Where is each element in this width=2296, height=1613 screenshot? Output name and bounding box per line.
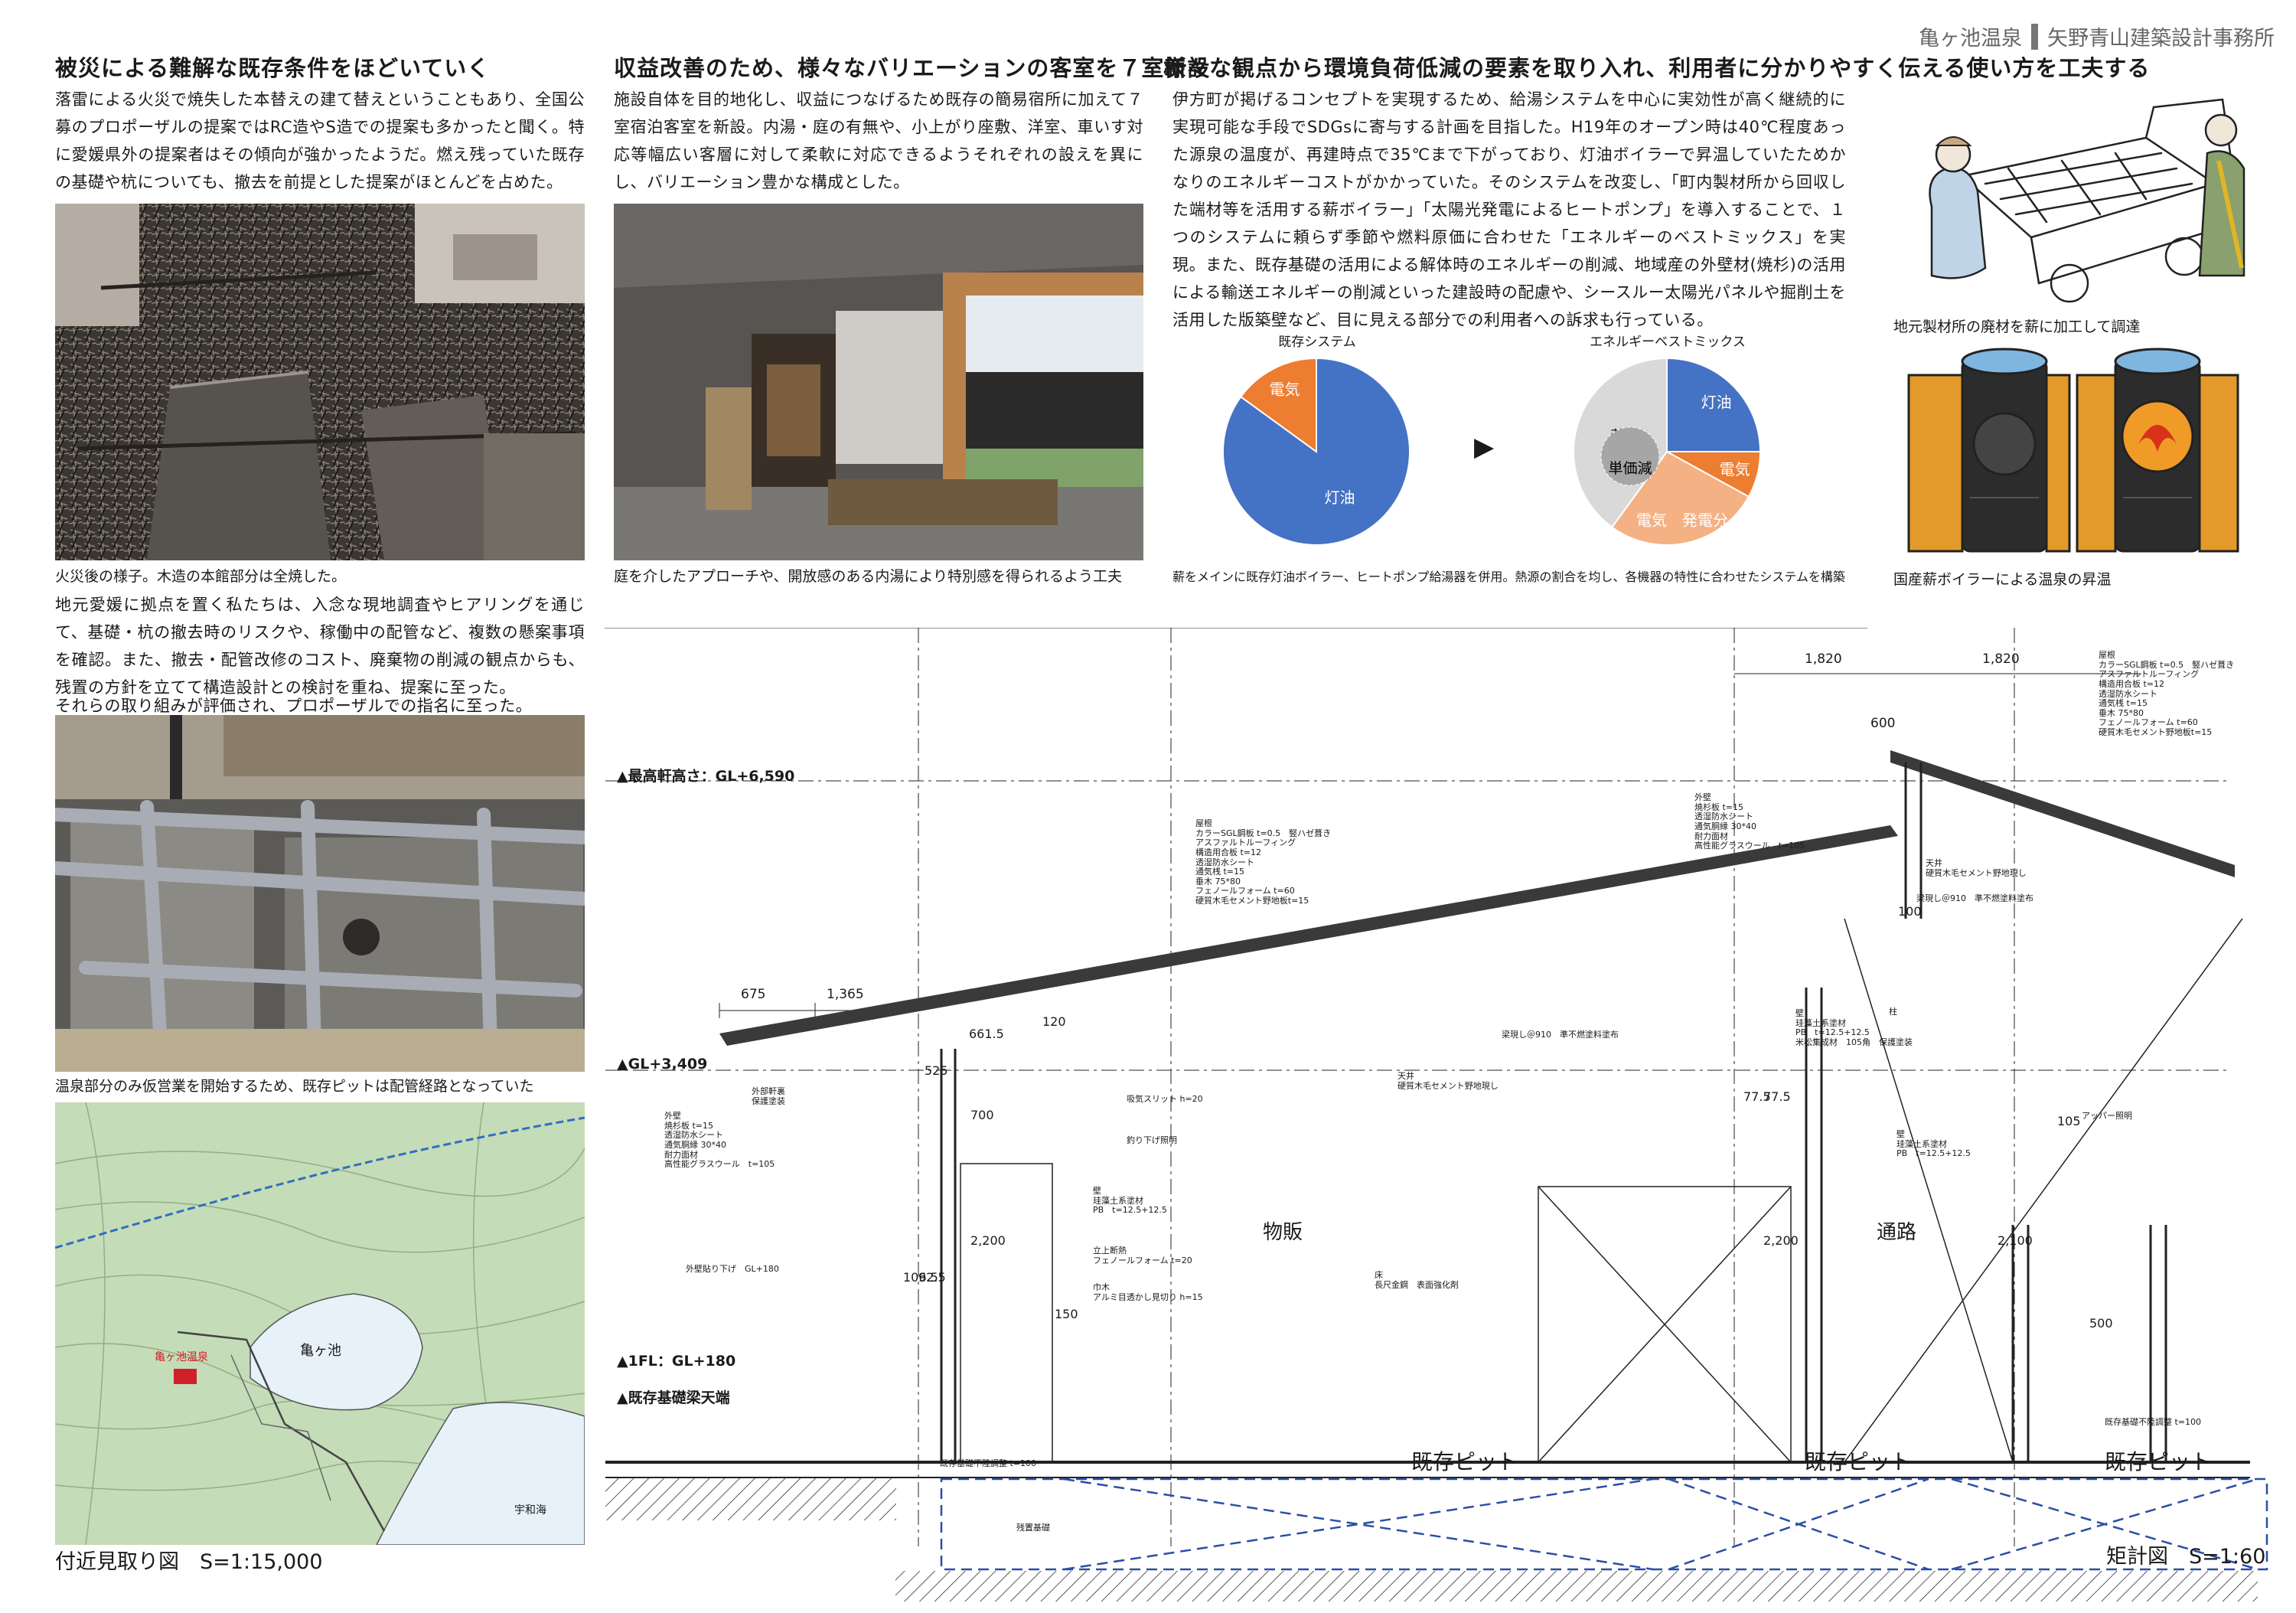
pie1-label-1: 電気 bbox=[1269, 380, 1300, 398]
pie2-inner-label: 単価減 bbox=[1608, 460, 1652, 477]
pie2-title: エネルギーベストミックス bbox=[1590, 335, 1746, 350]
firm-name: 矢野青山建築設計事務所 bbox=[2047, 27, 2275, 51]
map-sea-label: 宇和海 bbox=[514, 1504, 546, 1517]
pie-arrow: ▶ bbox=[1474, 432, 1495, 462]
pie1-slice-1 bbox=[1239, 357, 1317, 453]
project-name: 亀ヶ池温泉 bbox=[1919, 27, 2022, 51]
fire-photo-caption: 火災後の様子。木造の本館部分は全焼した。 bbox=[55, 568, 347, 585]
pie1-title: 既存システム bbox=[1278, 335, 1356, 350]
boiler-sketch bbox=[1893, 344, 2245, 567]
guestroom-photo-caption: 庭を介したアプローチや、開放感のある内湯により特別感を得られるよう工夫 bbox=[614, 568, 1123, 585]
pie2-label-1: 電気 bbox=[1720, 460, 1750, 478]
boiler-sketch-caption: 国産薪ボイラーによる温泉の昇温 bbox=[1893, 571, 2112, 588]
location-map: 亀ヶ池 亀ヶ池温泉 宇和海 bbox=[55, 1102, 585, 1545]
col2-para: 施設自体を目的地化し、収益につなげるため既存の簡易宿所に加えて７室宿泊客室を新設… bbox=[614, 90, 1143, 191]
pie2-slice-0 bbox=[1666, 357, 1762, 452]
guestroom-photo bbox=[614, 204, 1143, 560]
pie-caption: 薪をメインに既存灯油ボイラー、ヒートポンプ給湯器を併用。熱源の割合を均し、各機器… bbox=[1172, 570, 1845, 584]
map-caption: 付近見取り図 S=1:15,000 bbox=[55, 1550, 323, 1574]
header-divider bbox=[2031, 23, 2038, 50]
col3-para: 伊方町が掲げるコンセプトを実現するため、給湯システムを中心に実効性が高く継続的に… bbox=[1172, 90, 1846, 329]
col1-para3: それらの取り組みが評価され、プロポーザルでの指名に至った。 bbox=[55, 697, 533, 715]
pie2-label-0: 灯油 bbox=[1701, 393, 1732, 411]
col1-para2: 地元愛媛に拠点を置く私たちは、入念な現地調査やヒアリングを通じて、基礎・杭の撤去… bbox=[55, 596, 585, 697]
map-pond-label: 亀ヶ池 bbox=[300, 1343, 341, 1359]
section-drawing bbox=[605, 628, 2268, 1602]
col2-heading: 収益改善のため、様々なバリエーションの客室を７室新設 bbox=[614, 55, 1211, 81]
wood-sketch-caption: 地元製材所の廃材を薪に加工して調達 bbox=[1893, 318, 2141, 335]
col3-heading: 様々な観点から環境負荷低減の要素を取り入れ、利用者に分かりやすく伝える使い方を工… bbox=[1163, 55, 2151, 81]
pit-photo bbox=[55, 715, 585, 1072]
pit-photo-caption: 温泉部分のみ仮営業を開始するため、既存ピットは配管経路となっていた bbox=[55, 1078, 534, 1095]
col1-para1: 落雷による火災で焼失した本替えの建て替えということもあり、全国公募のプロポーザル… bbox=[55, 90, 585, 191]
pie2-label-2: 電気 発電分 bbox=[1636, 511, 1728, 529]
header: 亀ヶ池温泉 矢野青山建築設計事務所 bbox=[1919, 21, 2275, 51]
col1-heading: 被災による難解な既存条件をほどいていく bbox=[55, 55, 491, 81]
pie2-reduction-circle bbox=[1600, 426, 1660, 486]
pie1-label-0: 灯油 bbox=[1324, 488, 1355, 507]
wood-sketch bbox=[1893, 92, 2245, 314]
fire-photo bbox=[55, 204, 585, 560]
pie2-slice-2 bbox=[1610, 450, 1750, 546]
map-site-label: 亀ヶ池温泉 bbox=[155, 1351, 208, 1363]
